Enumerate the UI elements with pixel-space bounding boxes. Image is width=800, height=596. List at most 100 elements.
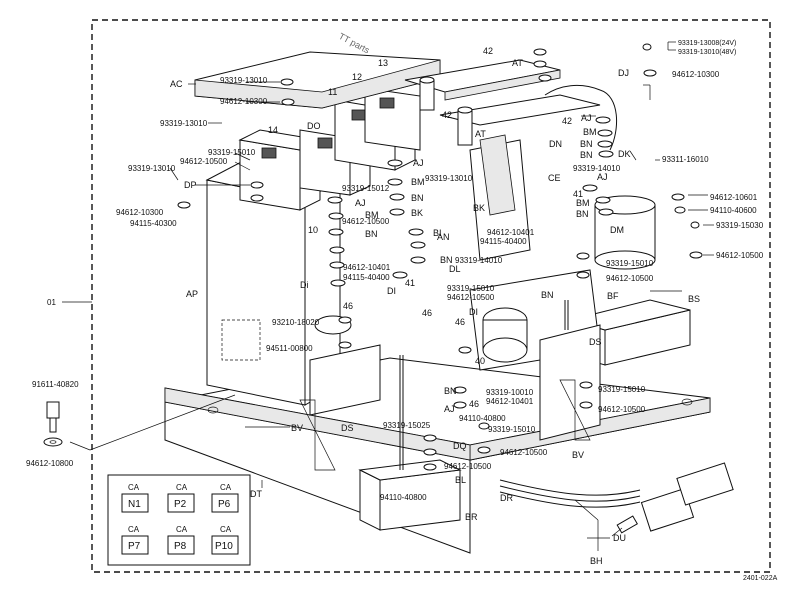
- label-BN: BN: [440, 255, 453, 265]
- label-93319-15025: 93319-15025: [383, 421, 431, 430]
- label-11: 11: [328, 87, 337, 97]
- hardware-stack-right: [533, 43, 703, 259]
- label-DI: DI: [387, 286, 396, 296]
- label-94612-10500: 94612-10500: [598, 405, 646, 414]
- label-40: 40: [475, 356, 485, 366]
- label-46: 46: [455, 317, 465, 327]
- label-AC: AC: [170, 79, 183, 89]
- label-DO: DO: [307, 121, 321, 131]
- label-94110-40800: 94110-40800: [459, 414, 506, 423]
- leader-lines: [62, 41, 714, 551]
- label-BI: BI: [433, 228, 442, 238]
- ca-box-label: P7: [128, 541, 141, 552]
- label-BF: BF: [607, 291, 619, 301]
- label-94612-10401: 94612-10401: [487, 228, 535, 237]
- label-93319-15010: 93319-15010: [447, 284, 495, 293]
- label-13: 13: [378, 58, 388, 68]
- ca-header: CA: [128, 525, 140, 534]
- label-46: 46: [343, 301, 353, 311]
- label-93311-16010: 93311-16010: [662, 155, 709, 164]
- label-94115-40300: 94115-40300: [130, 219, 177, 228]
- part-labels: AC 93319-13010 94612-10300 93319-13010 1…: [26, 40, 778, 582]
- label-46: 46: [469, 399, 479, 409]
- label-94612-10401: 94612-10401: [486, 397, 534, 406]
- label-93210-18020: 93210-18020: [272, 318, 320, 327]
- label-93319-10010: 93319-10010: [486, 388, 534, 397]
- label-91611-40820: 91611-40820: [32, 380, 79, 389]
- label-BN: BN: [580, 139, 593, 149]
- label-12: 12: [352, 72, 362, 82]
- ca-header: CA: [128, 483, 140, 492]
- label-AJ: AJ: [413, 158, 424, 168]
- label-DL: DL: [449, 264, 461, 274]
- ca-header: CA: [220, 525, 232, 534]
- label-94612-10300: 94612-10300: [116, 208, 164, 217]
- label-46: 46: [422, 308, 432, 318]
- label-93319-13010: 93319-13010: [220, 76, 268, 85]
- label-93319-13010: 93319-13010: [425, 174, 473, 183]
- watermark: TT parts: [337, 31, 372, 56]
- ca-legend: CA CA CA N1 P2 P6 CA CA CA P7 P8 P10: [107, 474, 251, 566]
- label-BN: BN: [576, 209, 589, 219]
- label-41: 41: [573, 189, 583, 199]
- label-BN: BN: [541, 290, 554, 300]
- label-BN: BN: [411, 193, 424, 203]
- label-BN: BN: [580, 150, 593, 160]
- ca-box-label: P8: [174, 541, 187, 552]
- label-AJ: AJ: [355, 198, 366, 208]
- hardware-stack-center: [177, 78, 593, 471]
- label-94612-10300: 94612-10300: [672, 70, 720, 79]
- label-AT: AT: [475, 129, 486, 139]
- label-94612-10500: 94612-10500: [342, 217, 390, 226]
- label-93319-15012: 93319-15012: [342, 184, 390, 193]
- label-DJ: DJ: [618, 68, 629, 78]
- label-BM: BM: [576, 198, 590, 208]
- label-DT: DT: [250, 489, 262, 499]
- label-94612-10500: 94612-10500: [444, 462, 492, 471]
- label-94612-10300: 94612-10300: [220, 97, 268, 106]
- label-94115-40400: 94115-40400: [343, 273, 390, 282]
- label-BS: BS: [688, 294, 700, 304]
- label-94612-10500: 94612-10500: [500, 448, 548, 457]
- label-Di: Di: [300, 280, 309, 290]
- label-94612-10500: 94612-10500: [447, 293, 495, 302]
- label-BV: BV: [572, 450, 584, 460]
- label-DS: DS: [589, 337, 602, 347]
- label-42: 42: [442, 110, 452, 120]
- label-AT: AT: [512, 58, 523, 68]
- figure-code: 2401-022A: [743, 575, 778, 582]
- label-BM: BM: [583, 127, 597, 137]
- diagram-frame: [91, 19, 771, 573]
- label-94612-10601: 94612-10601: [710, 193, 758, 202]
- label-93319-13010-48v: 93319-13010(48V): [678, 49, 736, 56]
- label-BM: BM: [411, 177, 425, 187]
- label-01: 01: [47, 298, 56, 307]
- label-93319-15010: 93319-15010: [208, 148, 256, 157]
- label-14: 14: [268, 125, 278, 135]
- label-CE: CE: [548, 173, 561, 183]
- label-AJ: AJ: [581, 113, 592, 123]
- label-10: 10: [308, 225, 318, 235]
- label-DK: DK: [618, 149, 631, 159]
- label-93319-13008: 93319-13008(24V): [678, 40, 736, 47]
- label-94612-10500: 94612-10500: [180, 157, 228, 166]
- label-BV: BV: [291, 423, 303, 433]
- ca-box-label: P2: [174, 499, 187, 510]
- label-BM: BM: [365, 210, 379, 220]
- label-94612-10500: 94612-10500: [606, 274, 654, 283]
- label-93319-15010: 93319-15010: [606, 259, 654, 268]
- label-DS: DS: [341, 423, 354, 433]
- drawing-geometry: TT parts: [43, 31, 734, 554]
- label-94612-10401: 94612-10401: [343, 263, 391, 272]
- label-AN: AN: [437, 232, 450, 242]
- label-DN: DN: [549, 139, 562, 149]
- ca-header: CA: [176, 525, 188, 534]
- ca-box-label: P6: [218, 499, 231, 510]
- label-DP: DP: [184, 180, 197, 190]
- label-93319-14010: 93319-14010: [573, 164, 621, 173]
- label-BN: BN: [444, 386, 457, 396]
- label-DM: DM: [610, 225, 624, 235]
- label-42: 42: [562, 116, 572, 126]
- label-42: 42: [483, 46, 493, 56]
